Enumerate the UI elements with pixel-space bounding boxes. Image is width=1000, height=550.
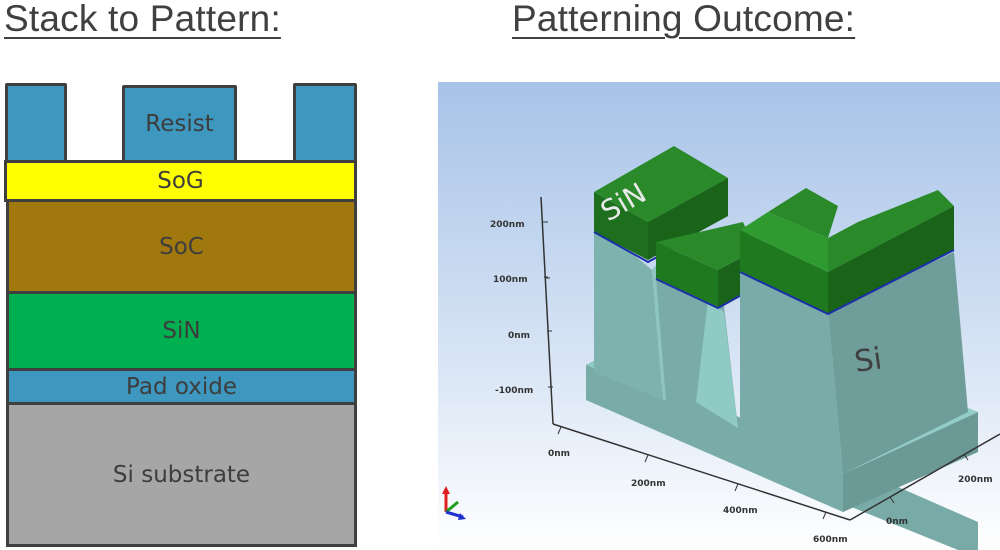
z-tick-0: 0nm (508, 331, 530, 341)
layer-soc-label: SoC (159, 233, 204, 260)
x-tick-200: 200nm (631, 479, 666, 489)
axis-triad-icon (442, 486, 466, 520)
x-axis: 0nm 200nm 400nm 600nm (548, 423, 851, 545)
y-tick-0: 0nm (886, 517, 908, 527)
layer-sin-label: SiN (162, 318, 201, 344)
patterning-3d-view: SiN Si 200nm 100nm 0nm -100nm 0nm 200nm … (438, 82, 1000, 550)
x-tick-400: 400nm (723, 506, 758, 516)
z-axis: 200nm 100nm 0nm -100nm (490, 196, 554, 425)
stack-title: Stack to Pattern: (4, 0, 281, 39)
layer-sog: SoG (4, 160, 357, 202)
x-tick-0: 0nm (548, 449, 570, 459)
resist-block-left (5, 83, 67, 163)
layer-sin: SiN (6, 291, 357, 371)
z-tick-minus100: -100nm (495, 386, 533, 396)
resist-block-center: Resist (122, 85, 237, 163)
resist-label: Resist (145, 111, 214, 137)
si-label: Si (852, 341, 884, 379)
y-axis: 0nm 200nm (849, 433, 1000, 527)
fin-3 (739, 188, 968, 474)
layer-soc: SoC (6, 199, 357, 294)
outcome-title: Patterning Outcome: (512, 0, 856, 39)
layer-pad-oxide-label: Pad oxide (126, 373, 237, 400)
z-tick-200: 200nm (490, 220, 525, 230)
z-tick-100: 100nm (493, 275, 528, 285)
layer-si-substrate: Si substrate (6, 402, 357, 547)
x-tick-600: 600nm (813, 535, 848, 545)
y-tick-200: 200nm (958, 475, 993, 485)
layer-sog-label: SoG (157, 168, 204, 194)
layer-pad-oxide: Pad oxide (6, 368, 357, 405)
resist-block-right (293, 83, 357, 163)
layer-si-substrate-label: Si substrate (112, 461, 251, 488)
